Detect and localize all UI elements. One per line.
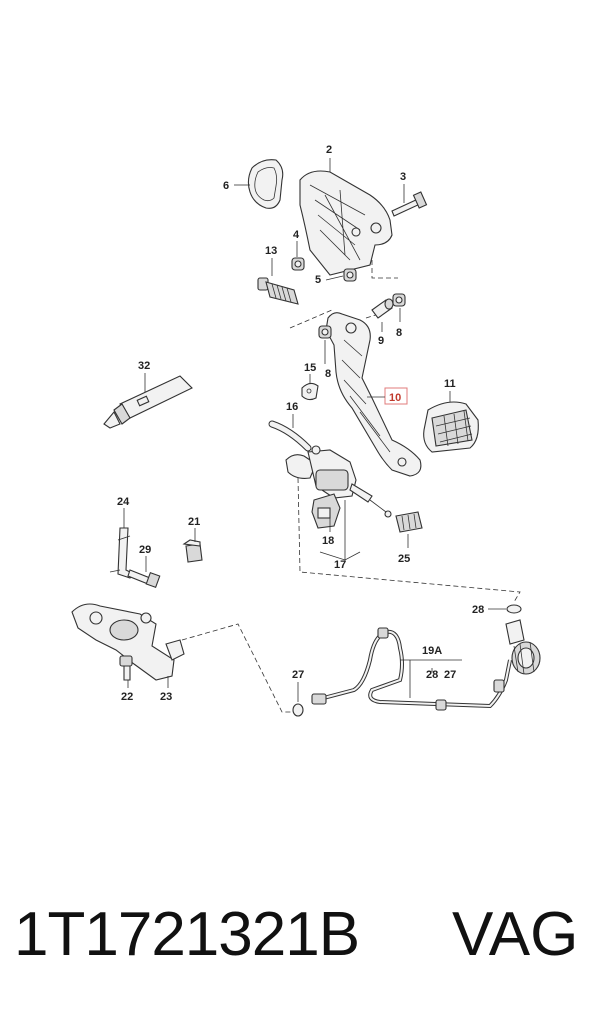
label-23: 23	[160, 691, 172, 703]
label-18: 18	[322, 535, 334, 547]
label-25: 25	[398, 553, 410, 565]
label-22: 22	[121, 691, 133, 703]
label-21: 21	[188, 516, 200, 528]
part-3-bolt	[391, 191, 428, 217]
label-29: 29	[139, 544, 151, 556]
part-23-slave-cylinder	[71, 603, 185, 681]
label-8-top: 8	[396, 327, 402, 339]
label-9: 9	[378, 335, 384, 347]
part-18-bracket	[311, 493, 341, 529]
label-28-right: 28	[472, 604, 484, 616]
part-13-spring	[257, 277, 299, 305]
part-8-nut-top	[392, 293, 406, 307]
label-16: 16	[286, 401, 298, 413]
part-6-gasket	[247, 159, 284, 209]
part-5-nut	[343, 268, 357, 282]
part-19a-hydraulic-line	[311, 627, 512, 711]
label-3: 3	[400, 171, 406, 183]
part-22-bolt	[119, 655, 133, 681]
label-8-lower: 8	[325, 368, 331, 380]
label-27-left: 27	[292, 669, 304, 681]
label-19A: 19A	[422, 645, 442, 657]
part-4-nut	[291, 257, 305, 271]
part-17-master-cylinder	[285, 445, 392, 518]
label-5: 5	[315, 274, 321, 286]
label-10-highlight-box	[384, 387, 408, 405]
part-16-hose	[268, 420, 312, 452]
part-32-grease-tube	[103, 375, 193, 429]
part-release-bearing	[505, 619, 541, 675]
part-21-clip	[182, 539, 203, 563]
caption: 1T1721321B VAG	[0, 895, 600, 975]
label-24: 24	[117, 496, 130, 508]
part-10-clutch-pedal	[325, 312, 422, 477]
label-28-pipe: 28	[426, 669, 438, 681]
label-17: 17	[334, 559, 346, 571]
label-4: 4	[293, 229, 300, 241]
part-9-bushing	[371, 298, 394, 319]
label-2: 2	[326, 144, 332, 156]
part-number: 1T1721321B	[14, 900, 360, 969]
part-11-pedal-pad	[423, 401, 479, 453]
part-2-pedal-bracket	[299, 170, 393, 276]
part-28-seal-right	[506, 604, 522, 614]
part-15-stopper	[301, 382, 319, 401]
part-29-bolt	[127, 569, 161, 589]
label-13: 13	[265, 245, 277, 257]
label-6: 6	[223, 180, 229, 192]
label-27-pipe: 27	[444, 669, 456, 681]
label-10: 10	[389, 392, 401, 404]
label-15: 15	[304, 362, 316, 374]
label-32: 32	[138, 360, 150, 372]
brand-name: VAG	[452, 900, 579, 969]
part-8-nut-lower	[318, 325, 332, 339]
label-11: 11	[444, 378, 456, 390]
part-27-seal-left	[292, 703, 304, 717]
part-25-clip	[395, 511, 423, 533]
